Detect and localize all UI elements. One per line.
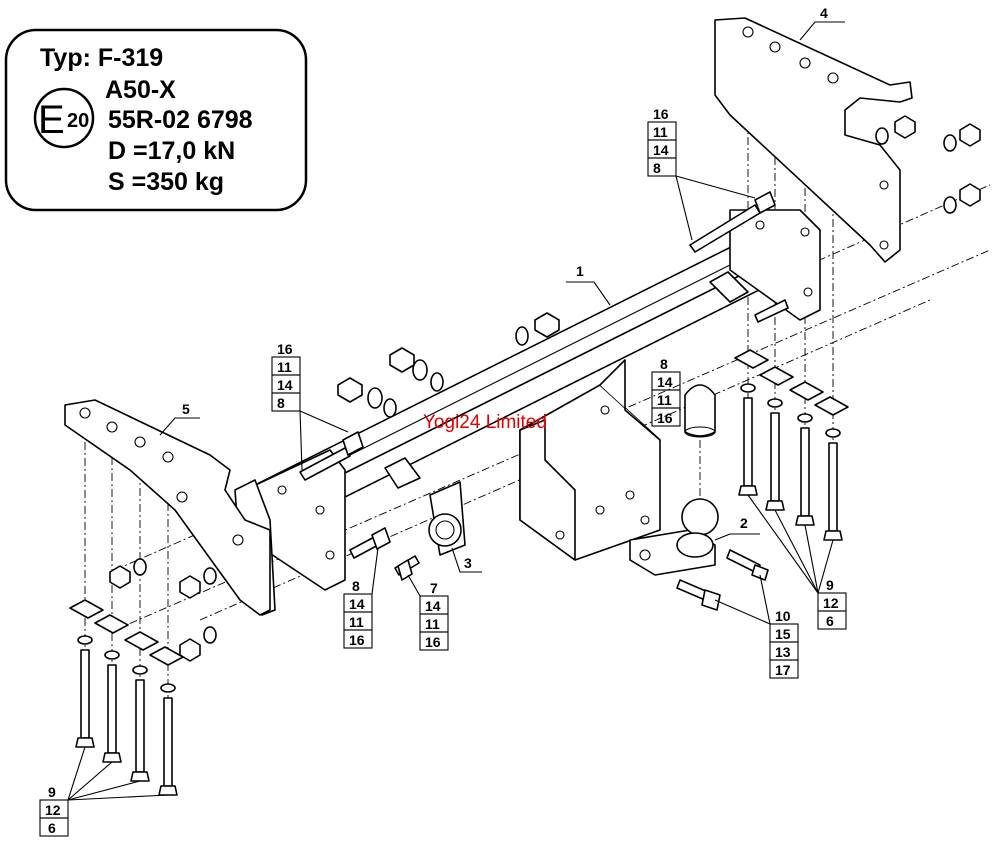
- nuts-washers-left: [109, 558, 217, 662]
- spec-box: Typ: F-319 A50-X E 20 55R-02 6798 D =17,…: [4, 28, 308, 212]
- callout-small-7: 7: [430, 580, 438, 596]
- label-5: 5: [182, 401, 190, 417]
- callout-ball-bolts: 10 15 13 17: [714, 574, 799, 679]
- callout-left-14: 14: [277, 377, 293, 393]
- watermark-text: Yogi24 Limited: [423, 412, 547, 433]
- right-side-plate: [729, 209, 821, 321]
- callout-ball-17: 17: [775, 662, 791, 678]
- callout-top-8: 8: [653, 160, 661, 176]
- callout-right-long-bolts: 9 12 6: [747, 494, 847, 630]
- spec-s-value: S =350 kg: [108, 168, 224, 196]
- spec-approval-code: 55R-02 6798: [108, 106, 253, 134]
- label-4: 4: [820, 5, 828, 21]
- callout-ll-12: 12: [45, 802, 61, 818]
- nuts-washers-right: [875, 115, 981, 214]
- part-label-4: 4: [799, 5, 845, 41]
- part-label-1: 1: [566, 263, 611, 306]
- callout-small-16: 16: [425, 634, 441, 650]
- part-label-5: 5: [159, 401, 200, 436]
- bolt-right: [754, 299, 789, 323]
- callout-left-8: 8: [277, 395, 285, 411]
- callout-left-16: 16: [277, 341, 293, 357]
- nuts-washers-upper: [337, 312, 560, 418]
- callout-mid-11: 11: [349, 614, 364, 630]
- e-mark-number: 20: [67, 110, 89, 132]
- part-label-3: 3: [451, 547, 482, 573]
- callout-mid-8: 8: [352, 578, 360, 594]
- callout-rl-9: 9: [826, 577, 834, 593]
- callout-rl-12: 12: [823, 595, 839, 611]
- callout-right-8: 8: [660, 356, 668, 372]
- callout-ll-9: 9: [48, 784, 56, 800]
- left-bracket-part-5: [64, 399, 271, 616]
- spec-class: A50-X: [105, 76, 176, 104]
- right-long-bolts: [734, 349, 849, 541]
- callout-ball-10: 10: [775, 608, 791, 624]
- callout-ll-6: 6: [48, 820, 56, 836]
- bolts-ball: [676, 549, 769, 611]
- callout-mid-bolt: 8 14 11 16: [343, 547, 379, 649]
- part-label-2: 2: [714, 515, 760, 541]
- label-1: 1: [576, 263, 584, 279]
- bolt-left: [299, 431, 364, 481]
- socket-plate-part-3: [428, 481, 466, 556]
- callout-left-11: 11: [277, 359, 292, 375]
- right-bracket-part-4: [714, 17, 913, 263]
- e-mark-letter: E: [38, 98, 65, 142]
- callout-small-bolt: 7 14 11 16: [407, 574, 449, 651]
- spec-d-value: D =17,0 kN: [108, 137, 235, 165]
- callout-ball-13: 13: [775, 644, 791, 660]
- callout-left-bolt: 16 11 14 8: [271, 341, 349, 471]
- callout-top-14: 14: [653, 142, 669, 158]
- callout-ball-15: 15: [775, 626, 791, 642]
- bolt-small: [394, 555, 420, 581]
- left-long-bolts: [69, 599, 184, 796]
- callout-rl-6: 6: [826, 613, 834, 629]
- label-3: 3: [464, 555, 472, 571]
- bolt-mid: [349, 527, 391, 559]
- ball-cap: [684, 384, 716, 438]
- bolt-top: [689, 191, 776, 253]
- callout-mid-16: 16: [349, 632, 365, 648]
- e-mark-circle: [33, 87, 95, 149]
- spec-type: Typ: F-319: [40, 44, 163, 72]
- callout-mid-14: 14: [349, 596, 365, 612]
- label-2: 2: [740, 515, 748, 531]
- hitch-center-bracket: [519, 359, 661, 561]
- callout-small-11: 11: [425, 616, 440, 632]
- callout-top-bolt: 16 11 14 8: [647, 106, 756, 241]
- callout-small-14: 14: [425, 598, 441, 614]
- callout-top-11: 11: [653, 124, 668, 140]
- callout-right-16: 16: [657, 410, 673, 426]
- callout-top-16: 16: [653, 106, 669, 122]
- callout-left-long-bolts: 9 12 6: [39, 746, 169, 837]
- tow-ball-part-2: [629, 498, 719, 576]
- callout-right-14: 14: [657, 374, 673, 390]
- callout-right-bolt: 8 14 11 16: [651, 356, 681, 427]
- callout-right-11: 11: [657, 392, 672, 408]
